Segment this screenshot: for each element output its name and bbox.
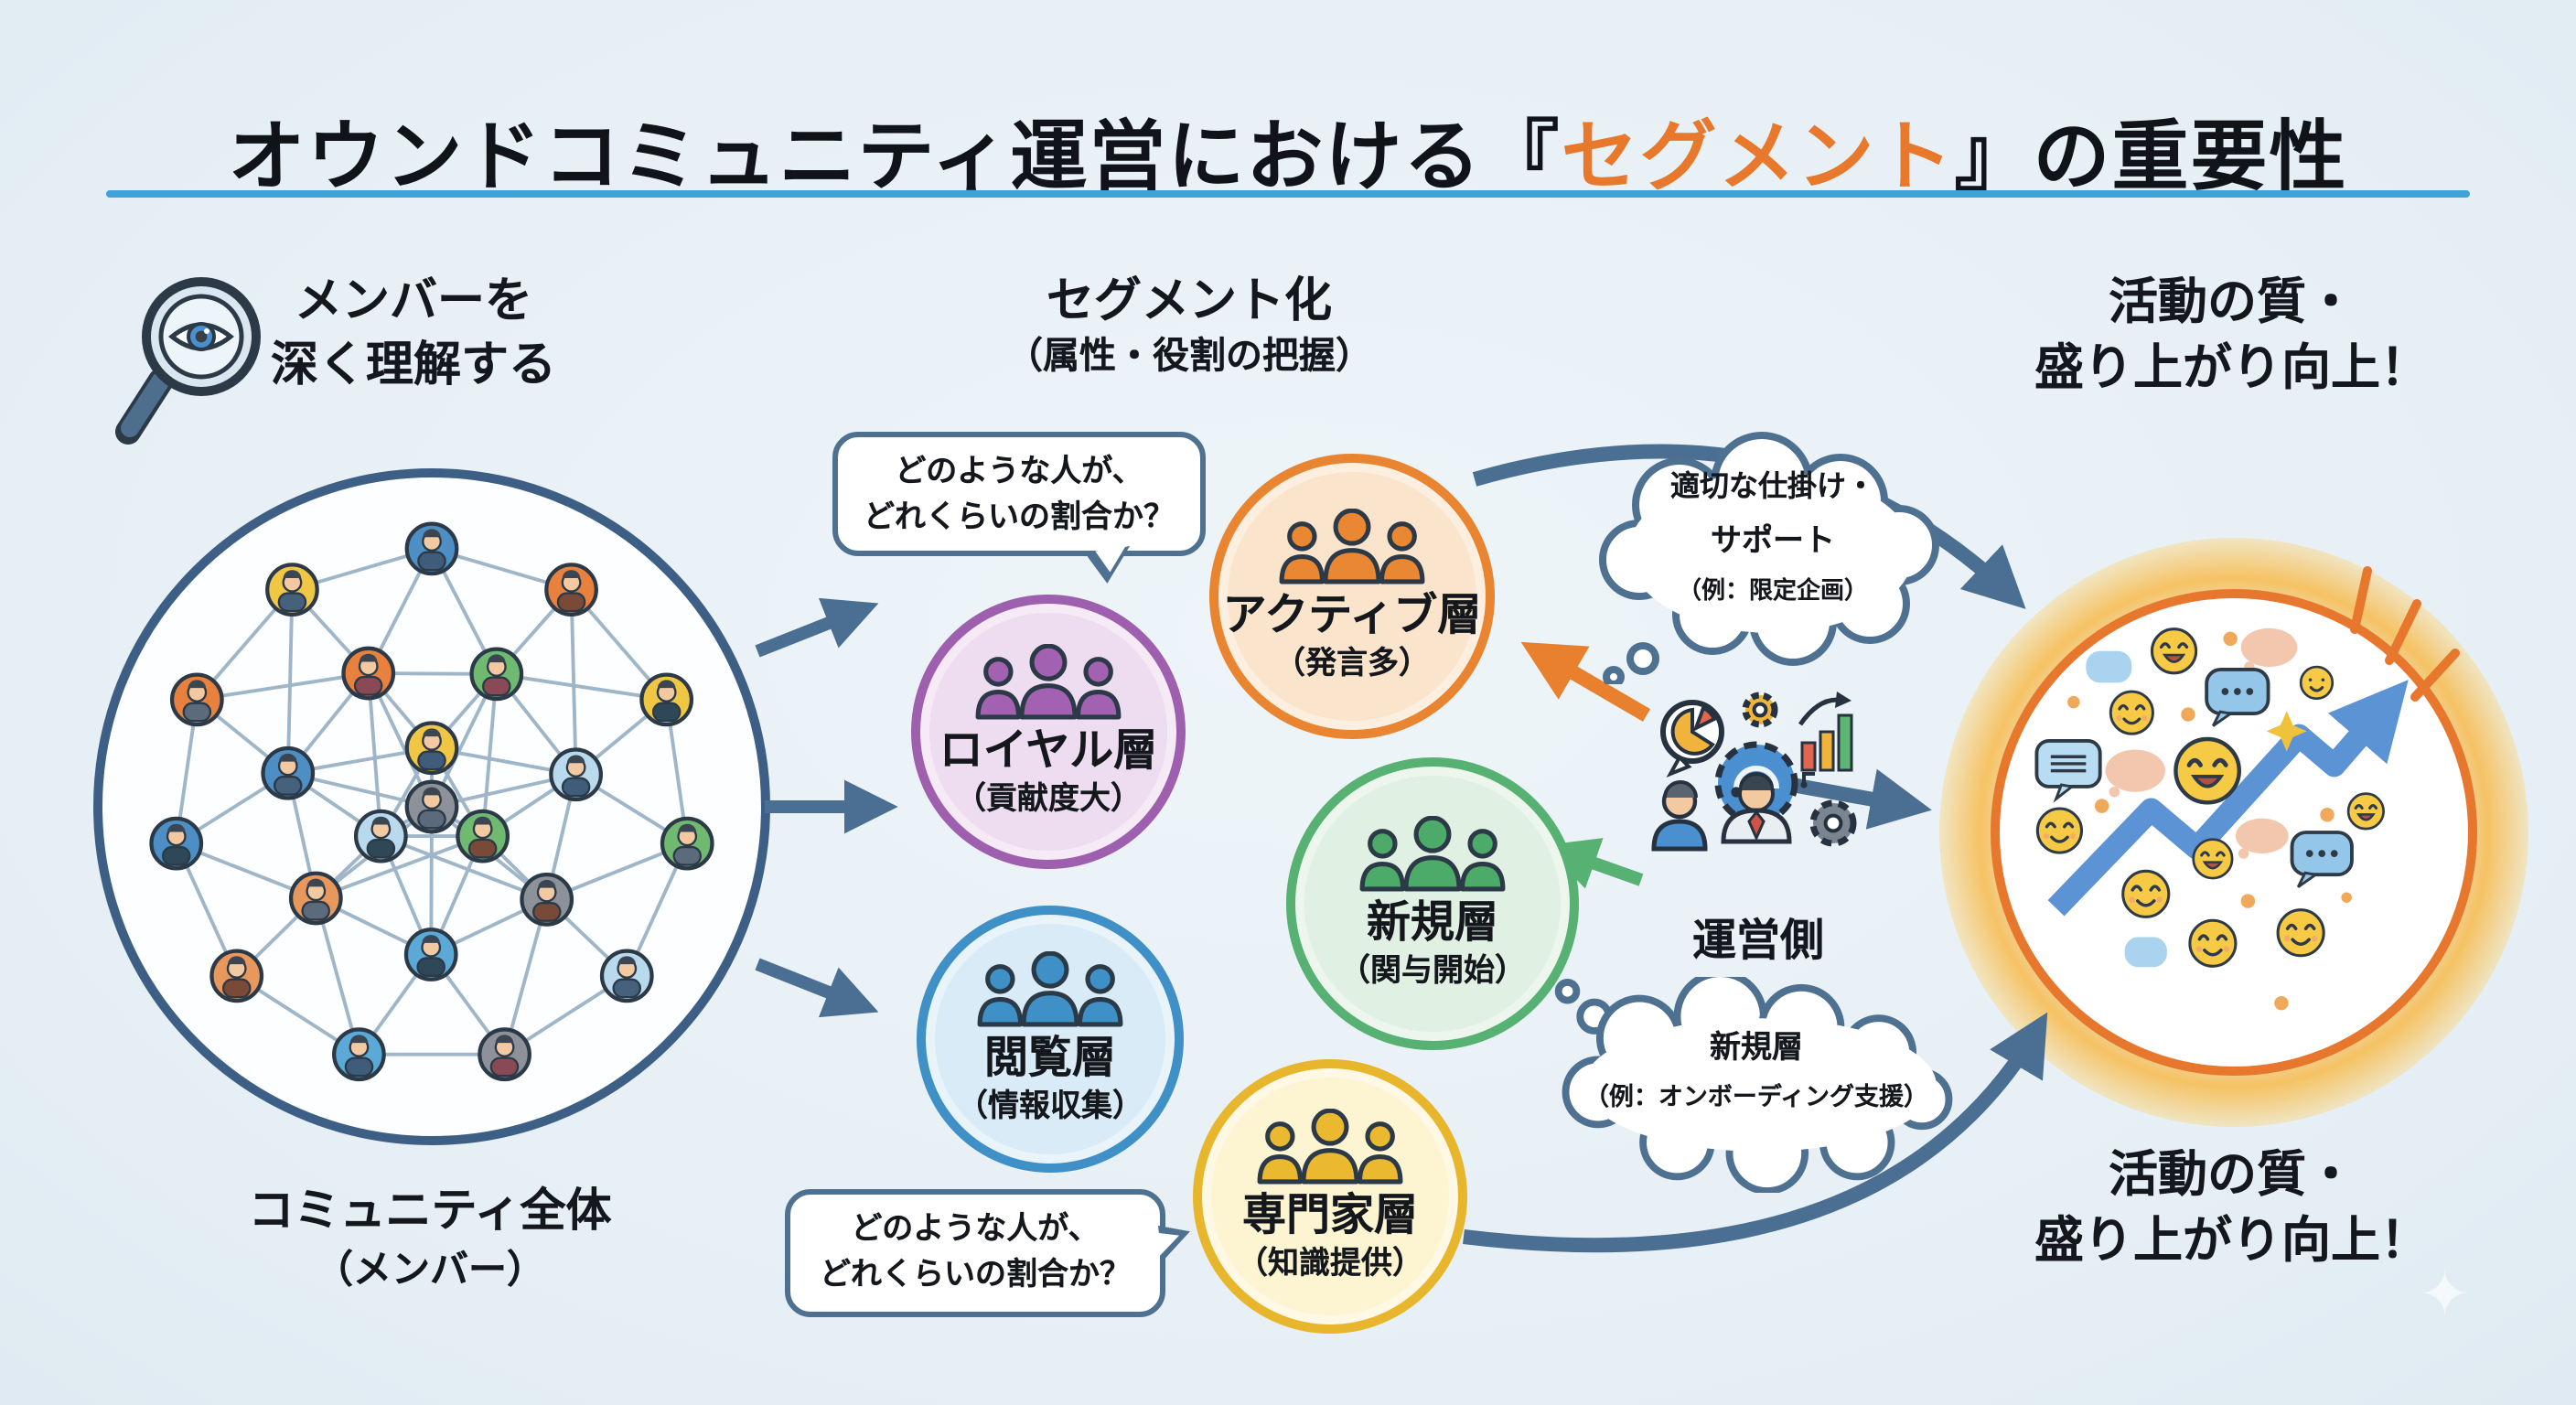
question-bottom-line2: どれくらいの割合か？ — [820, 1256, 1131, 1292]
right-top-header: 活動の質・ 盛り上がり向上！ — [1930, 269, 2534, 402]
right-bottom-line1: 活動の質・ — [2109, 1147, 2356, 1202]
community-circle — [93, 468, 770, 1145]
segment-expert: 専門家層 （知識提供） — [1193, 1059, 1467, 1334]
community-label-line2: （メンバー） — [315, 1249, 545, 1292]
page-title: オウンドコミュニティ運営における『セグメント』の重要性 — [0, 95, 2576, 207]
segment-newcomer-sub: （関与開始） — [1339, 952, 1526, 988]
community-label: コミュニティ全体 （メンバー） — [73, 1174, 787, 1295]
segment-expert-sub: （知識提供） — [1237, 1245, 1423, 1281]
magnifier-eye-icon — [115, 277, 261, 445]
left-section-header: メンバーを 深く理解する — [249, 269, 578, 397]
support-cloud-line3: （例：限定企画） — [1677, 576, 1868, 604]
left-header-line2: 深く理解する — [270, 337, 556, 392]
operator-label: 運営側 — [1692, 917, 1824, 966]
middle-section-header: セグメント化 （属性・役割の把握） — [933, 269, 1445, 382]
segment-expert-label: 専門家層 — [1242, 1191, 1418, 1241]
support-cloud-text: 適切な仕掛け・ サポート （例：限定企画） — [1617, 461, 1928, 606]
title-post: の重要性 — [2033, 113, 2348, 200]
segment-viewer: 閲覧層 （情報収集） — [917, 906, 1184, 1173]
member-avatar-network — [149, 521, 714, 1082]
support-cloud-line1: 適切な仕掛け・ — [1669, 472, 1875, 503]
people-group-icon — [1358, 816, 1508, 896]
support-cloud-line2: サポート — [1711, 523, 1835, 558]
title-highlight: セグメント — [1561, 113, 1955, 200]
people-group-icon — [1277, 509, 1427, 589]
title-bracket-open: 『 — [1482, 113, 1562, 200]
middle-header-line2: （属性・役割の把握） — [1006, 337, 1372, 378]
segment-newcomer-label: 新規層 — [1367, 898, 1498, 949]
question-top-line2: どれくらいの割合か？ — [864, 499, 1175, 534]
operator-tools-icon — [1651, 692, 1857, 852]
middle-header-line1: セグメント化 — [1046, 273, 1332, 327]
segment-loyal: ロイヤル層 （貢献度大） — [911, 595, 1186, 869]
people-group-icon — [975, 951, 1125, 1032]
people-group-icon — [1255, 1109, 1405, 1189]
segment-loyal-label: ロイヤル層 — [939, 726, 1158, 777]
right-bottom-line2: 盛り上がり向上！ — [2034, 1213, 2430, 1269]
right-top-line1: 活動の質・ — [2109, 274, 2356, 329]
left-header-line1: メンバーを — [294, 273, 532, 327]
segment-active-label: アクティブ層 — [1222, 591, 1482, 641]
outcome-disc — [1991, 589, 2477, 1076]
people-group-icon — [973, 644, 1123, 724]
segment-newcomer: 新規層 （関与開始） — [1286, 757, 1579, 1050]
segment-loyal-sub: （貢献度大） — [955, 780, 1142, 816]
right-bottom-header: 活動の質・ 盛り上がり向上！ — [1930, 1142, 2534, 1275]
segment-viewer-sub: （情報収集） — [957, 1088, 1143, 1123]
right-top-line2: 盛り上がり向上！ — [2034, 340, 2430, 396]
question-bubble-top: どのような人が、 どれくらいの割合か？ — [832, 432, 1206, 556]
community-label-line1: コミュニティ全体 — [248, 1185, 612, 1237]
question-bubble-bottom: どのような人が、 どれくらいの割合か？ — [785, 1189, 1165, 1317]
title-underline — [106, 190, 2470, 198]
engagement-icons — [2034, 627, 2409, 1011]
segment-active: アクティブ層 （発言多） — [1209, 454, 1495, 739]
community-to-segments-arrows — [755, 597, 898, 1018]
onboarding-cloud-text: 新規層 （例：オンボーディング支援） — [1559, 1021, 1954, 1112]
watermark-sparkle-icon: ✦ — [2419, 1260, 2471, 1330]
onboarding-cloud-line1: 新規層 — [1710, 1030, 1803, 1065]
title-bracket-close: 』 — [1954, 113, 2034, 200]
title-pre: オウンドコミュニティ運営における — [228, 113, 1483, 200]
segment-viewer-label: 閲覧層 — [984, 1034, 1116, 1084]
question-top-line1: どのような人が、 — [895, 454, 1143, 488]
segment-active-sub: （発言多） — [1274, 645, 1430, 681]
question-bottom-line1: どのような人が、 — [851, 1211, 1100, 1246]
onboarding-cloud-line2: （例：オンボーディング支援） — [1583, 1083, 1929, 1110]
outcome-circle — [1939, 538, 2528, 1127]
